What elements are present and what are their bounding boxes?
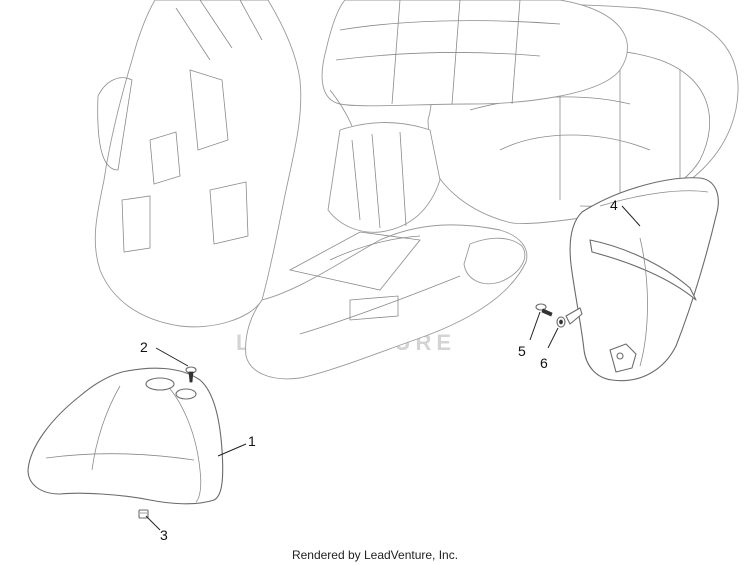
rear-mudguard-bracket — [609, 343, 637, 373]
washer-tab — [565, 307, 583, 325]
front-legshield — [94, 0, 302, 328]
screw-5-shank — [541, 308, 553, 317]
inner-tunnel — [327, 122, 441, 233]
front-mudguard-outer — [27, 367, 224, 505]
mudguard-mount-hole-left — [145, 377, 175, 391]
screw-shank — [188, 371, 194, 383]
floorboard — [245, 224, 528, 380]
callout-6: 6 — [540, 355, 548, 371]
screw-part-2 — [185, 366, 197, 383]
rear-mudguard — [569, 177, 719, 382]
washer-hole — [559, 319, 563, 325]
clip-nut-part-3 — [138, 509, 149, 519]
front-mudguard — [27, 367, 224, 505]
scooter-body — [94, 0, 739, 380]
screw-part-5 — [535, 303, 553, 317]
callout-1: 1 — [248, 433, 256, 449]
callout-5: 5 — [518, 343, 526, 359]
screw-5-head — [535, 303, 547, 311]
mudguard-mount-hole-right — [175, 388, 197, 400]
callout-4: 4 — [610, 197, 618, 213]
bracket-hole — [616, 352, 624, 360]
rear-mudguard-shell — [569, 177, 719, 382]
callouts: 2 1 3 4 5 6 — [140, 197, 641, 543]
callout-2: 2 — [140, 339, 148, 355]
clip-nut-body — [138, 509, 149, 519]
rear-mudguard-strap — [589, 239, 697, 301]
washer-part-6 — [556, 307, 583, 328]
callout-3: 3 — [160, 527, 168, 543]
credit-line: Rendered by LeadVenture, Inc. — [291, 548, 459, 562]
rear-bracket — [463, 237, 526, 285]
